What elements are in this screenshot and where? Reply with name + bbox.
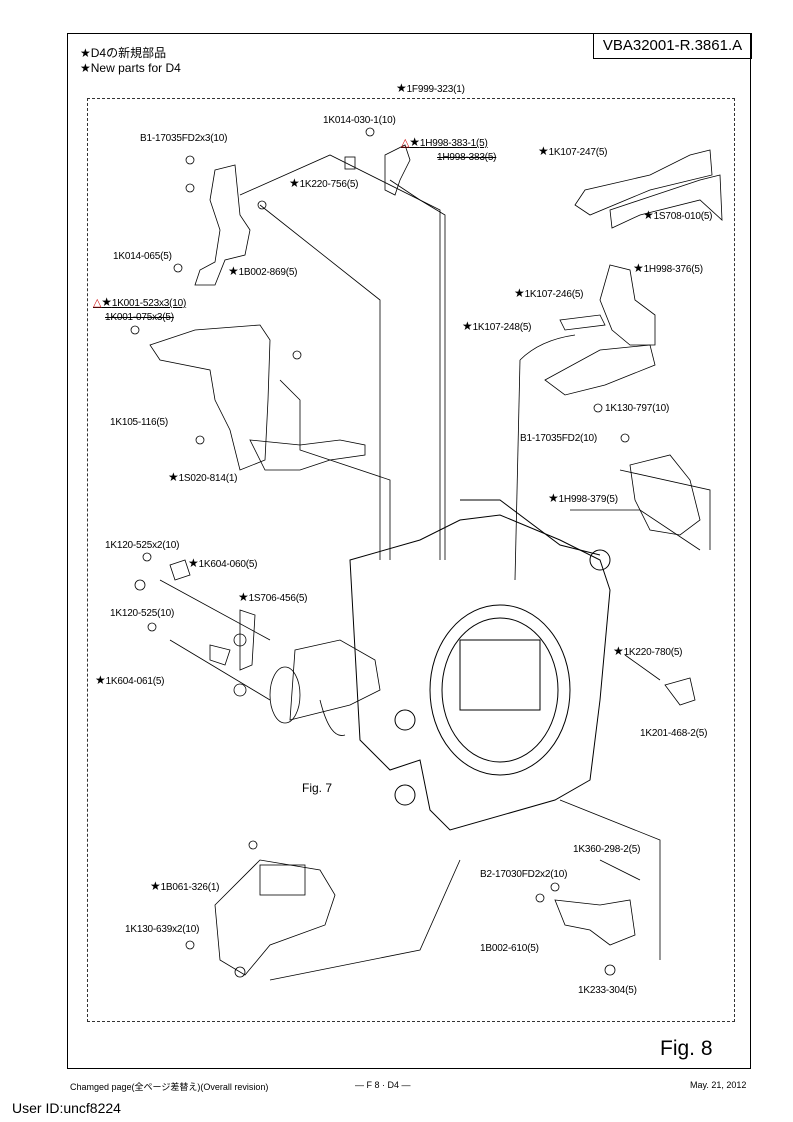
footer-page-number: — F 8 · D4 — [355,1080,411,1090]
mechanism-part [629,454,701,536]
part-label: B1-17035FD2x3(10) [140,133,228,144]
mirror-box-body [349,499,611,831]
part-label: ★1K220-780(5) [613,644,683,658]
part-label: 1K105-116(5) [110,417,169,428]
part-label: ★1K604-061(5) [95,673,165,687]
part-label: ★1S708-010(5) [643,208,713,222]
part-label: ★1K107-246(5) [514,286,584,300]
header-jp: ★D4の新規部品 [80,46,167,60]
shutter-strip [544,344,656,396]
fig7-reference: Fig. 7 [302,781,333,795]
lower-motor-assembly [185,840,336,978]
figure-number: Fig. 8 [660,1037,713,1060]
part-label: ★1K220-756(5) [289,176,359,190]
flex-part-3 [599,264,656,346]
star-icon: ★ [80,46,91,60]
footer-date: May. 21, 2012 [690,1080,747,1090]
board-part [149,324,271,471]
part-label: ★1S020-814(1) [168,470,238,484]
motor-part [269,639,381,736]
spring-part-2 [624,654,661,681]
part-label: 1K130-639x2(10) [125,924,200,935]
flex-part-1 [574,149,713,216]
part-label: 1K014-065(5) [113,251,172,262]
assembly-boundary [87,98,735,1022]
star-icon: ★ [80,61,91,75]
part-label: B2-17030FD2x2(10) [480,869,568,880]
part-label: 1K201-468-2(5) [640,728,708,739]
star-icon: ★ [396,81,407,95]
page-frame [67,33,751,1069]
part-label: 1K120-525x2(10) [105,540,180,551]
part-label: ★1S706-456(5) [238,590,308,604]
part-label: ★1K107-247(5) [538,144,608,158]
part-label: 1K014-030-1(10) [323,115,396,126]
user-id: User ID:uncf8224 [12,1100,121,1116]
part-label: 1K233-304(5) [578,985,637,996]
footer-revision-note: Chamged page(全ページ差替え)(Overall revision) [70,1082,269,1092]
header-en: ★New parts for D4 [80,61,181,75]
document-code: VBA32001-R.3861.A [593,33,752,59]
warning-icon: △ [401,137,410,149]
spring-part [344,156,356,170]
bracket-part [173,155,267,286]
part-label-superseded: 1K001-075x3(5) [105,312,174,323]
part-label: 1K130-797(10) [605,403,670,414]
flex-part-2 [609,174,723,229]
part-label-revised: △★1H998-383-1(5) [401,135,488,149]
hinge-part [384,144,411,196]
warning-icon: △ [93,297,102,309]
part-label: 1K360-298-2(5) [573,844,641,855]
leader-lines [159,154,711,981]
part-label: 1B002-610(5) [480,943,539,954]
cap-part [664,677,696,706]
lower-right-bracket [535,859,641,976]
part-label: 1K120-525(10) [110,608,175,619]
part-label: ★1K604-060(5) [188,556,258,570]
part-label: ★1H998-376(5) [633,261,703,275]
part-label: ★1K107-248(5) [462,319,532,333]
part-label-superseded: 1H998-383(5) [437,152,497,163]
part-label: B1-17035FD2(10) [520,433,598,444]
assembly-label: ★1F999-323(1) [396,81,465,95]
part-label: ★1B002-869(5) [228,264,298,278]
part-label: ★1B061-326(1) [150,879,220,893]
part-label-revised: △★1K001-523x3(10) [93,295,187,309]
star-icon: ★ [409,135,420,149]
part-label: ★1H998-379(5) [548,491,618,505]
